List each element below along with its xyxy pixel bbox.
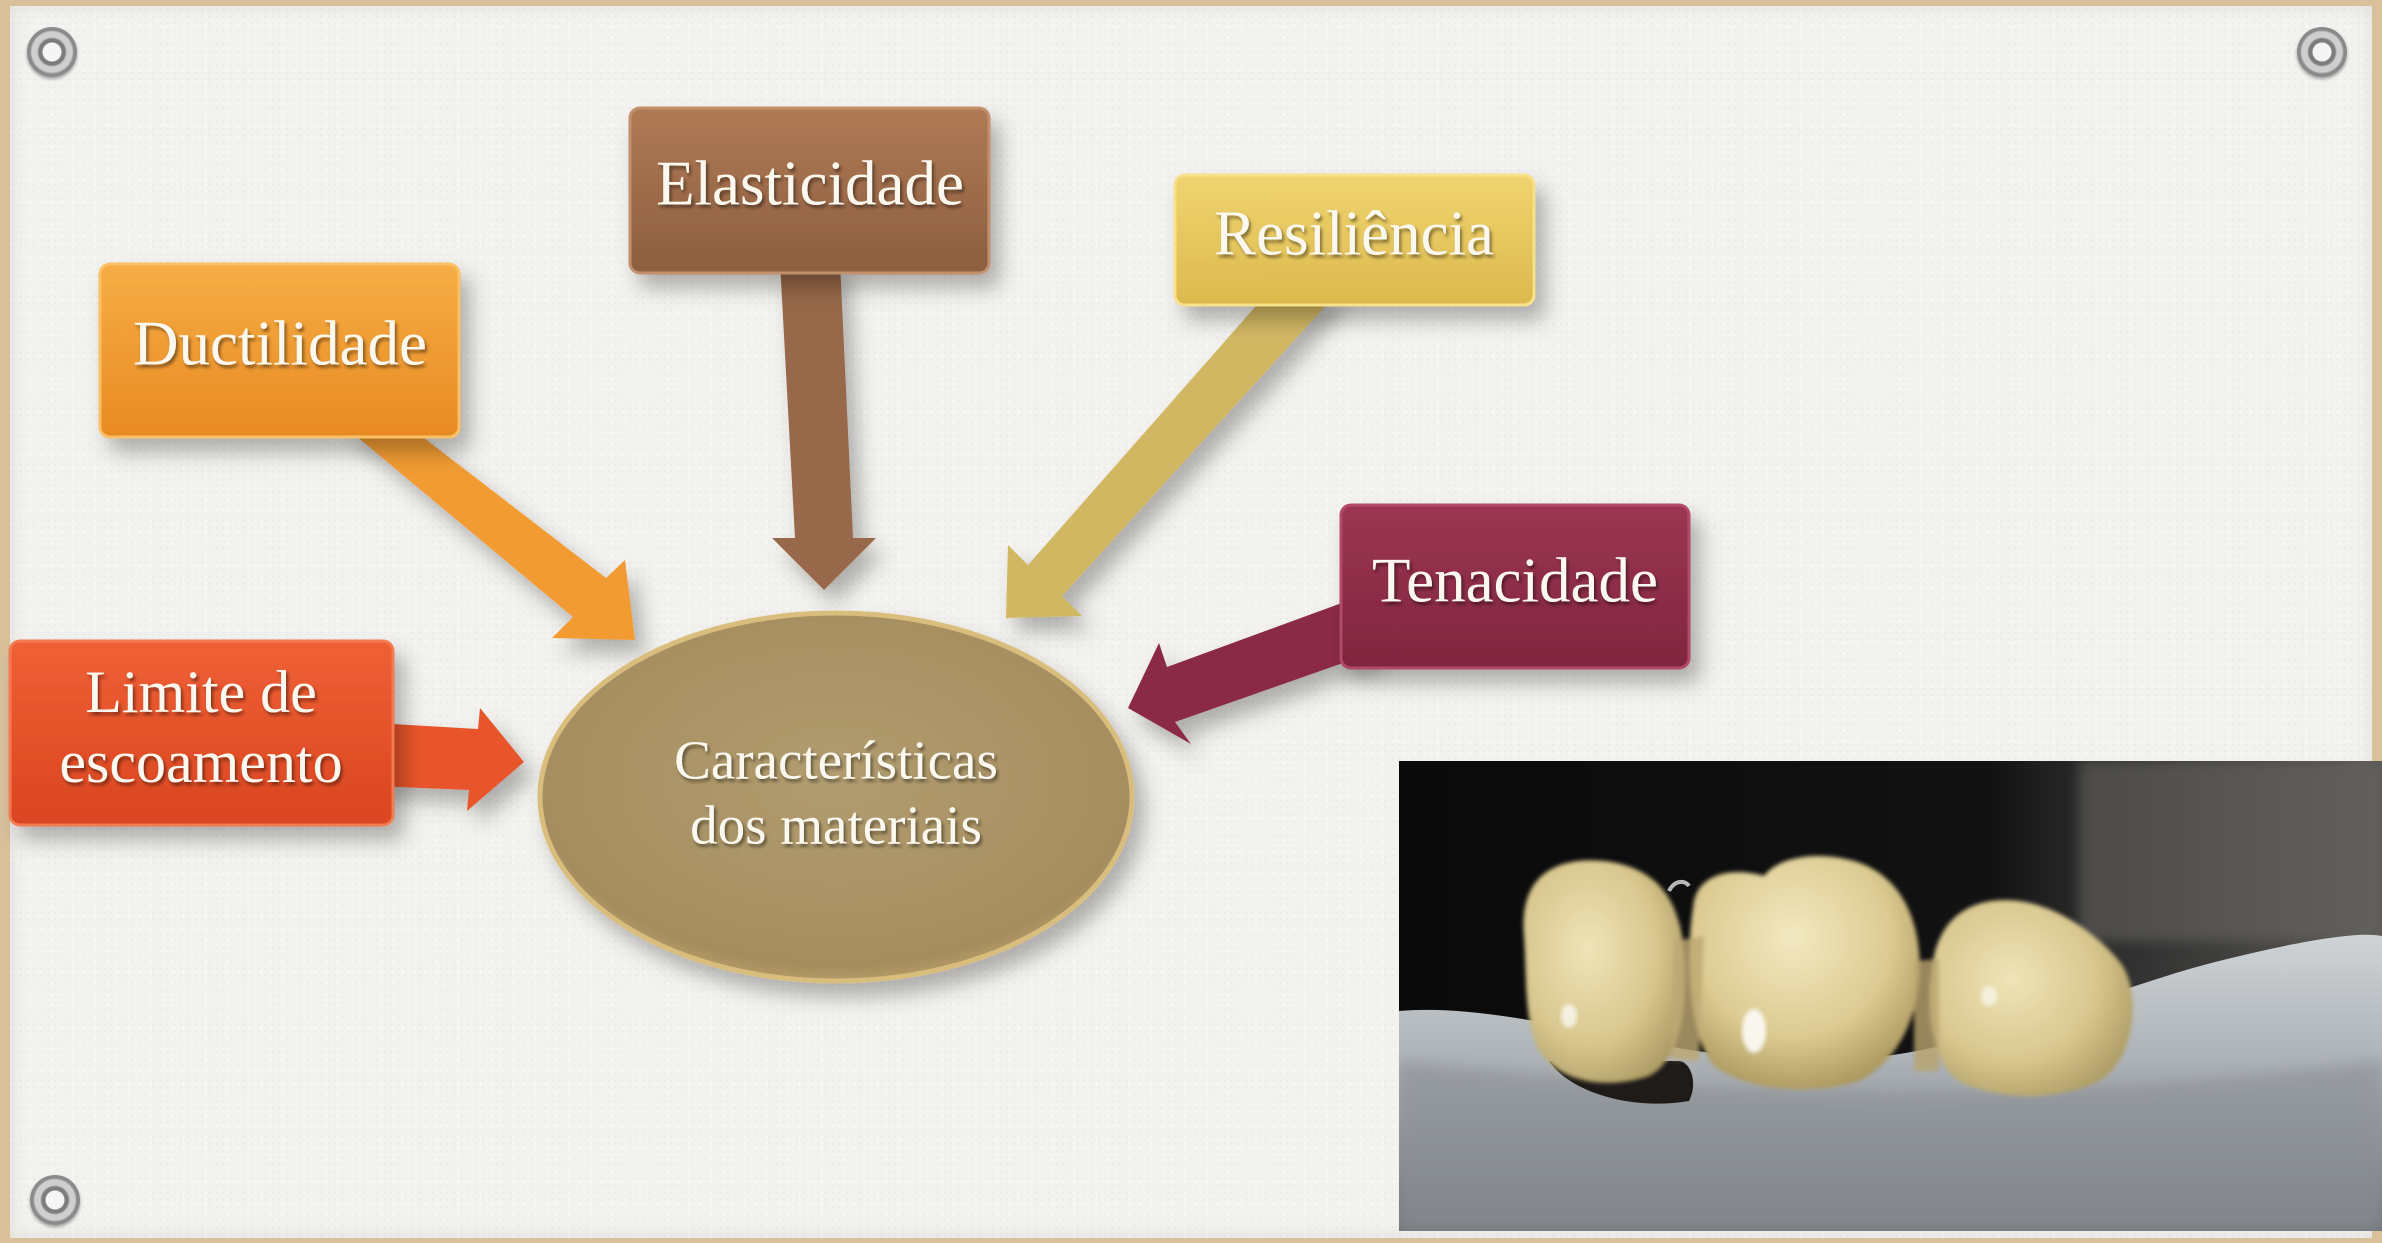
center-node-line1: Características: [674, 730, 998, 791]
node-resiliencia-label: Resiliência: [1214, 198, 1494, 268]
node-ductilidade-label: Ductilidade: [133, 308, 427, 378]
node-elasticidade-label: Elasticidade: [656, 148, 964, 218]
dental-bridge-illustration: [1399, 761, 2382, 1231]
node-tenacidade-label: Tenacidade: [1372, 545, 1658, 615]
arrow-limite: [375, 708, 524, 811]
center-node-line2: dos materiais: [690, 795, 982, 856]
arrow-resiliencia: [1006, 290, 1340, 618]
dental-bridge-photo: [1399, 761, 2382, 1231]
arrow-elasticidade: [772, 262, 876, 590]
node-limite-line2: escoamento: [59, 729, 342, 795]
arrow-ductilidade: [343, 418, 635, 640]
node-limite-line1: Limite de: [85, 659, 317, 725]
